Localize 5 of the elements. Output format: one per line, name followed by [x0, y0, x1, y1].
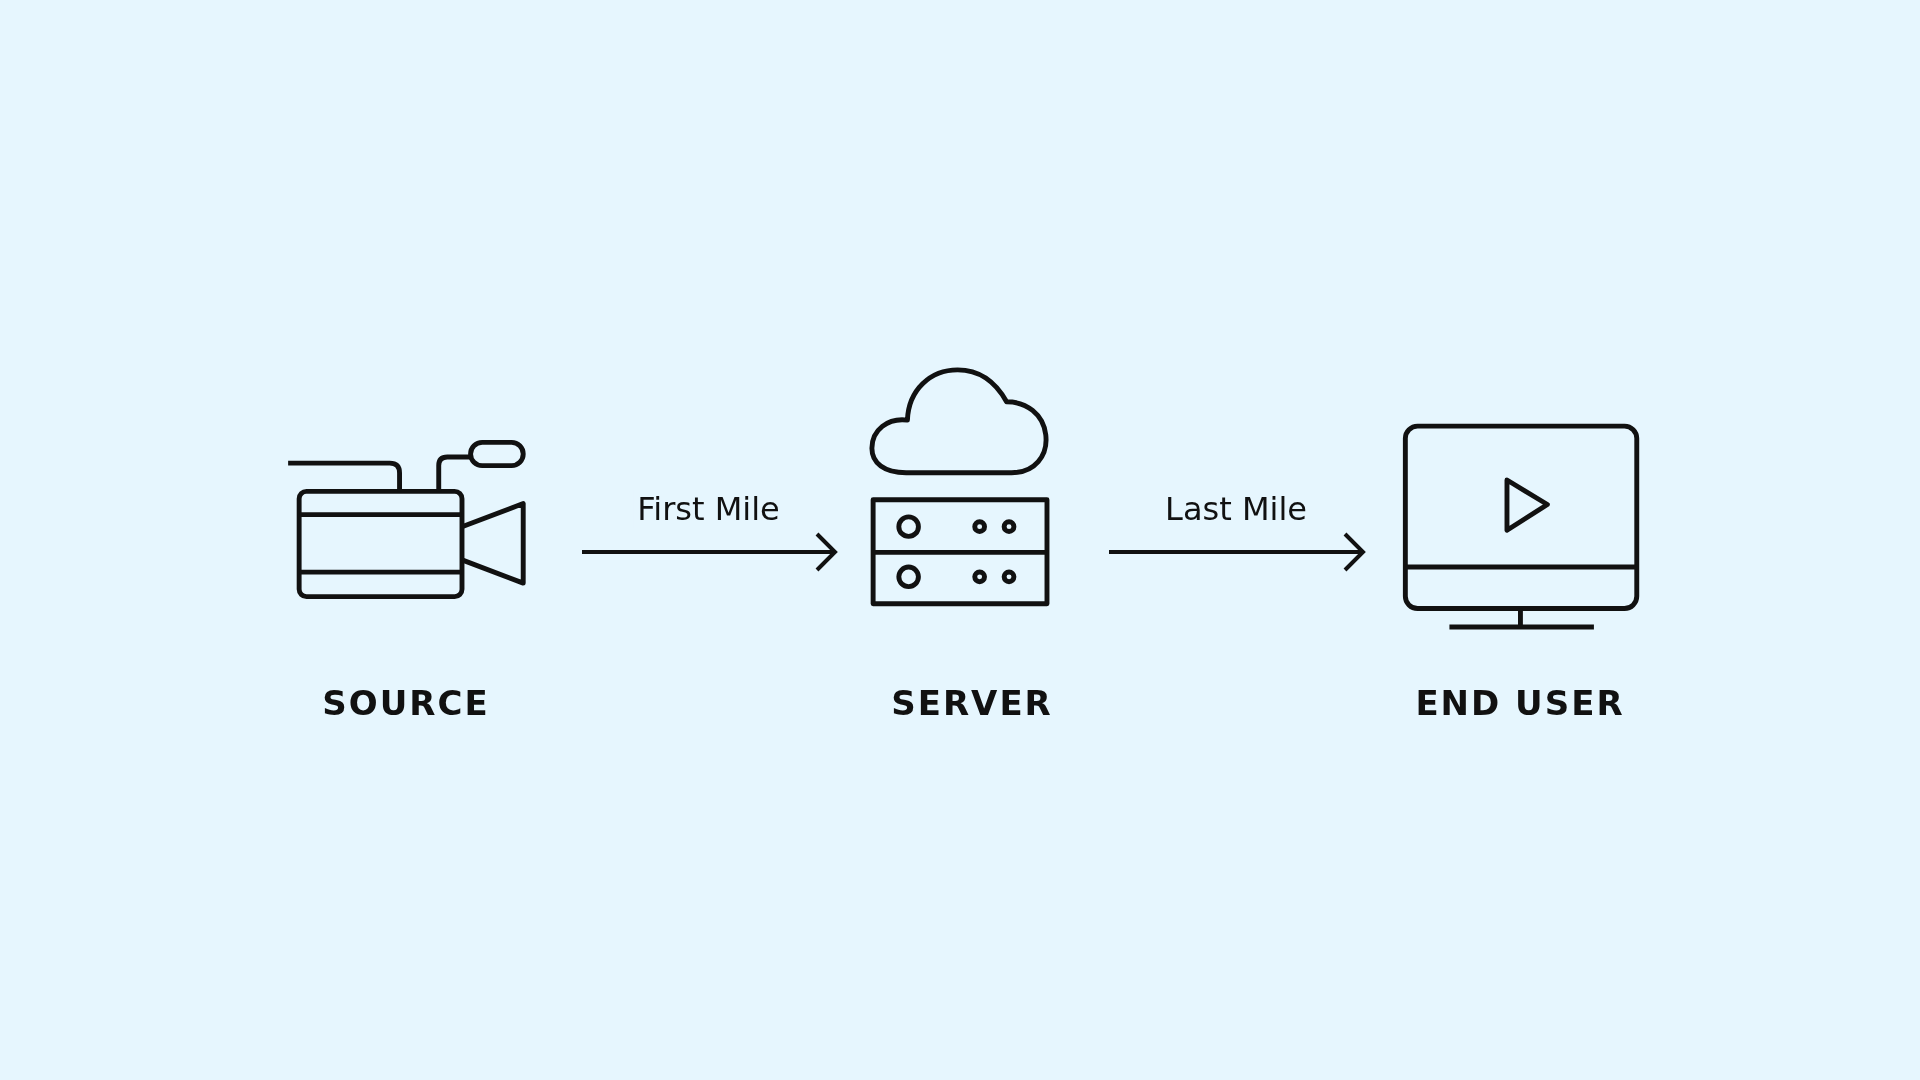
- arrow: [1109, 532, 1365, 572]
- arrow: [582, 532, 837, 572]
- node-label: END USER: [1415, 683, 1625, 723]
- node-label: SERVER: [891, 683, 1053, 723]
- node-label: SOURCE: [322, 683, 490, 723]
